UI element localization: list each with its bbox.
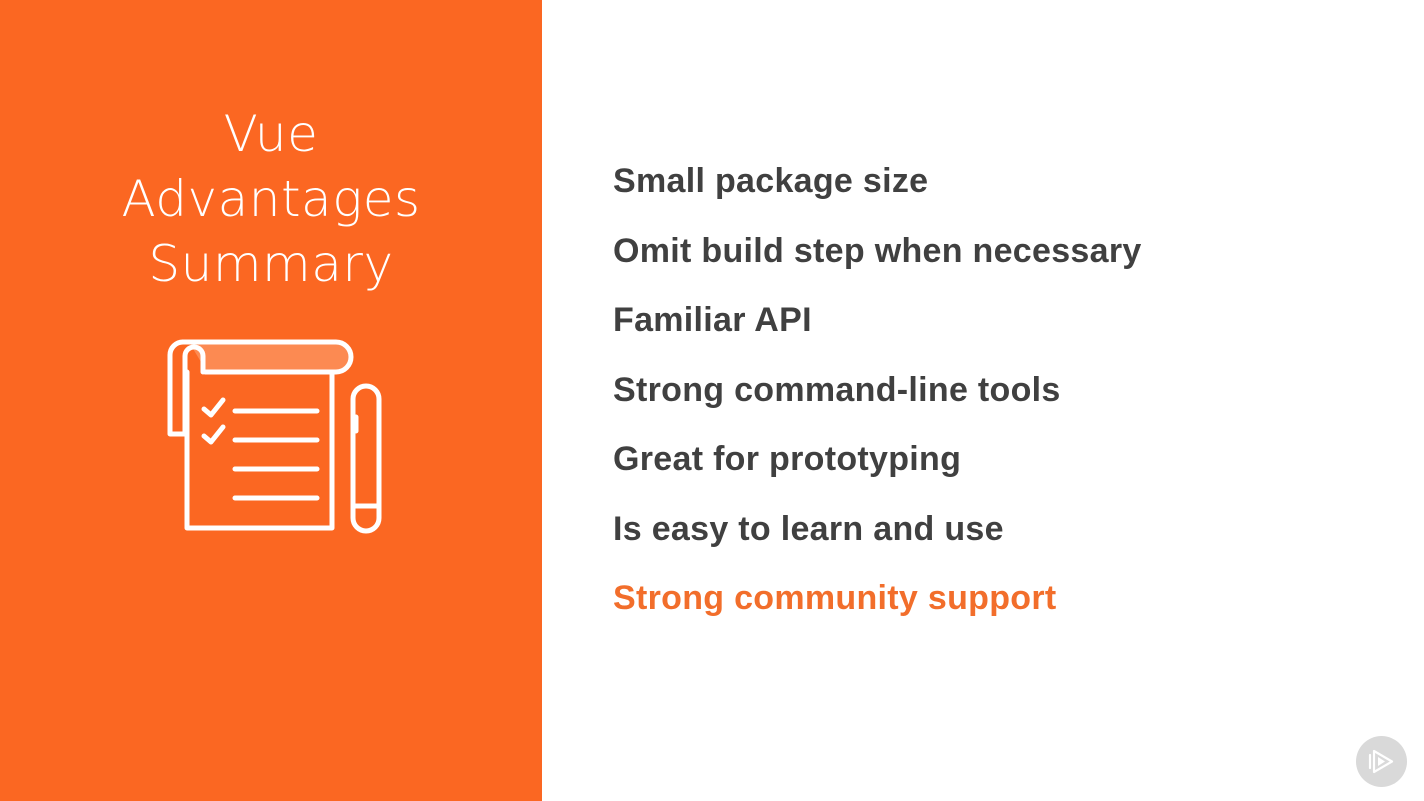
list-item: Omit build step when necessary [613,231,1142,270]
notepad-roll-outline [180,339,354,375]
list-item: Great for prototyping [613,440,962,478]
list-item: Strong command-line tools [613,370,1061,409]
notepad-roll [189,342,351,372]
check-mark-2 [201,424,226,445]
check-mark-1 [201,397,226,418]
notepad-curl [167,339,206,437]
checklist-notepad-and-pen-icon [167,339,382,534]
title-line-1: Vue [223,105,319,163]
slide-title: Vue Advantages Summary [0,102,542,297]
pen-body [350,383,382,534]
content-panel: Small package size Omit build step when … [542,0,1424,801]
player-badge-button[interactable] [1356,736,1407,787]
notepad-page [184,369,335,531]
title-line-3: Summary [148,235,394,293]
list-item: Is easy to learn and use [613,509,1004,548]
title-panel: Vue Advantages Summary [0,0,542,801]
advantages-list: Small package size Omit build step when … [613,157,1142,644]
title-line-2: Advantages [121,170,421,228]
pluralsight-play-icon [1368,749,1394,774]
list-item-highlighted: Strong community support [613,579,1057,617]
list-item: Familiar API [613,301,812,339]
list-item: Small package size [613,162,929,200]
